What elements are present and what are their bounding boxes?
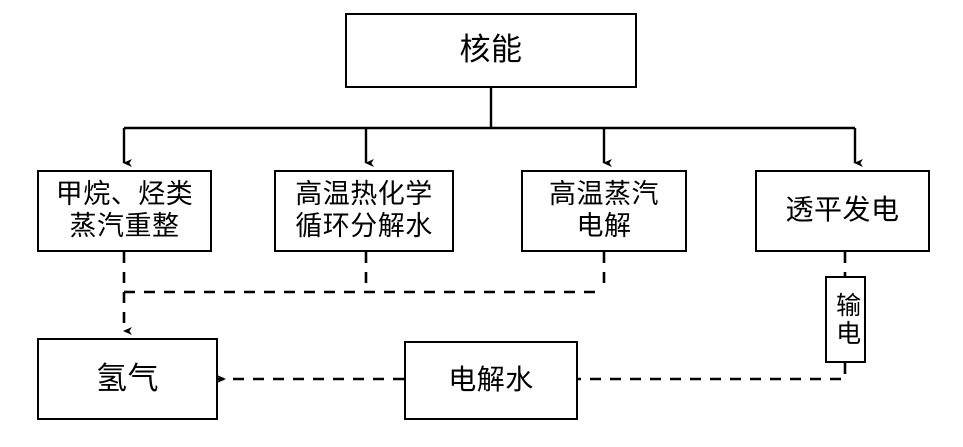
node-power-transmission-label: 输电 <box>832 291 860 348</box>
node-hydrogen[interactable]: 氢气 <box>37 338 218 420</box>
node-water-electrolysis-label: 电解水 <box>448 364 534 396</box>
node-power-transmission[interactable]: 输电 <box>825 276 866 363</box>
node-steam-electrolysis-label: 高温蒸汽 电解 <box>549 179 659 241</box>
node-turbine-power[interactable]: 透平发电 <box>755 170 930 252</box>
node-steam-electrolysis[interactable]: 高温蒸汽 电解 <box>521 170 687 252</box>
edge-transmission-to-water-electrolysis <box>578 363 847 381</box>
node-thermochemical-cycle-label: 高温热化学 循环分解水 <box>295 179 433 241</box>
edge-nuclear-to-bus <box>124 88 855 130</box>
edge-dashed-hydrogen-bus <box>122 252 606 294</box>
node-turbine-power-label: 透平发电 <box>785 195 900 227</box>
node-hydrogen-label: 氢气 <box>96 360 159 396</box>
node-nuclear-energy[interactable]: 核能 <box>345 13 637 88</box>
node-water-electrolysis[interactable]: 电解水 <box>404 341 578 420</box>
node-methane-reforming[interactable]: 甲烷、烃类 蒸汽重整 <box>37 170 212 252</box>
node-thermochemical-cycle[interactable]: 高温热化学 循环分解水 <box>274 170 454 252</box>
node-nuclear-energy-label: 核能 <box>459 32 523 68</box>
node-methane-reforming-label: 甲烷、烃类 蒸汽重整 <box>55 179 194 241</box>
